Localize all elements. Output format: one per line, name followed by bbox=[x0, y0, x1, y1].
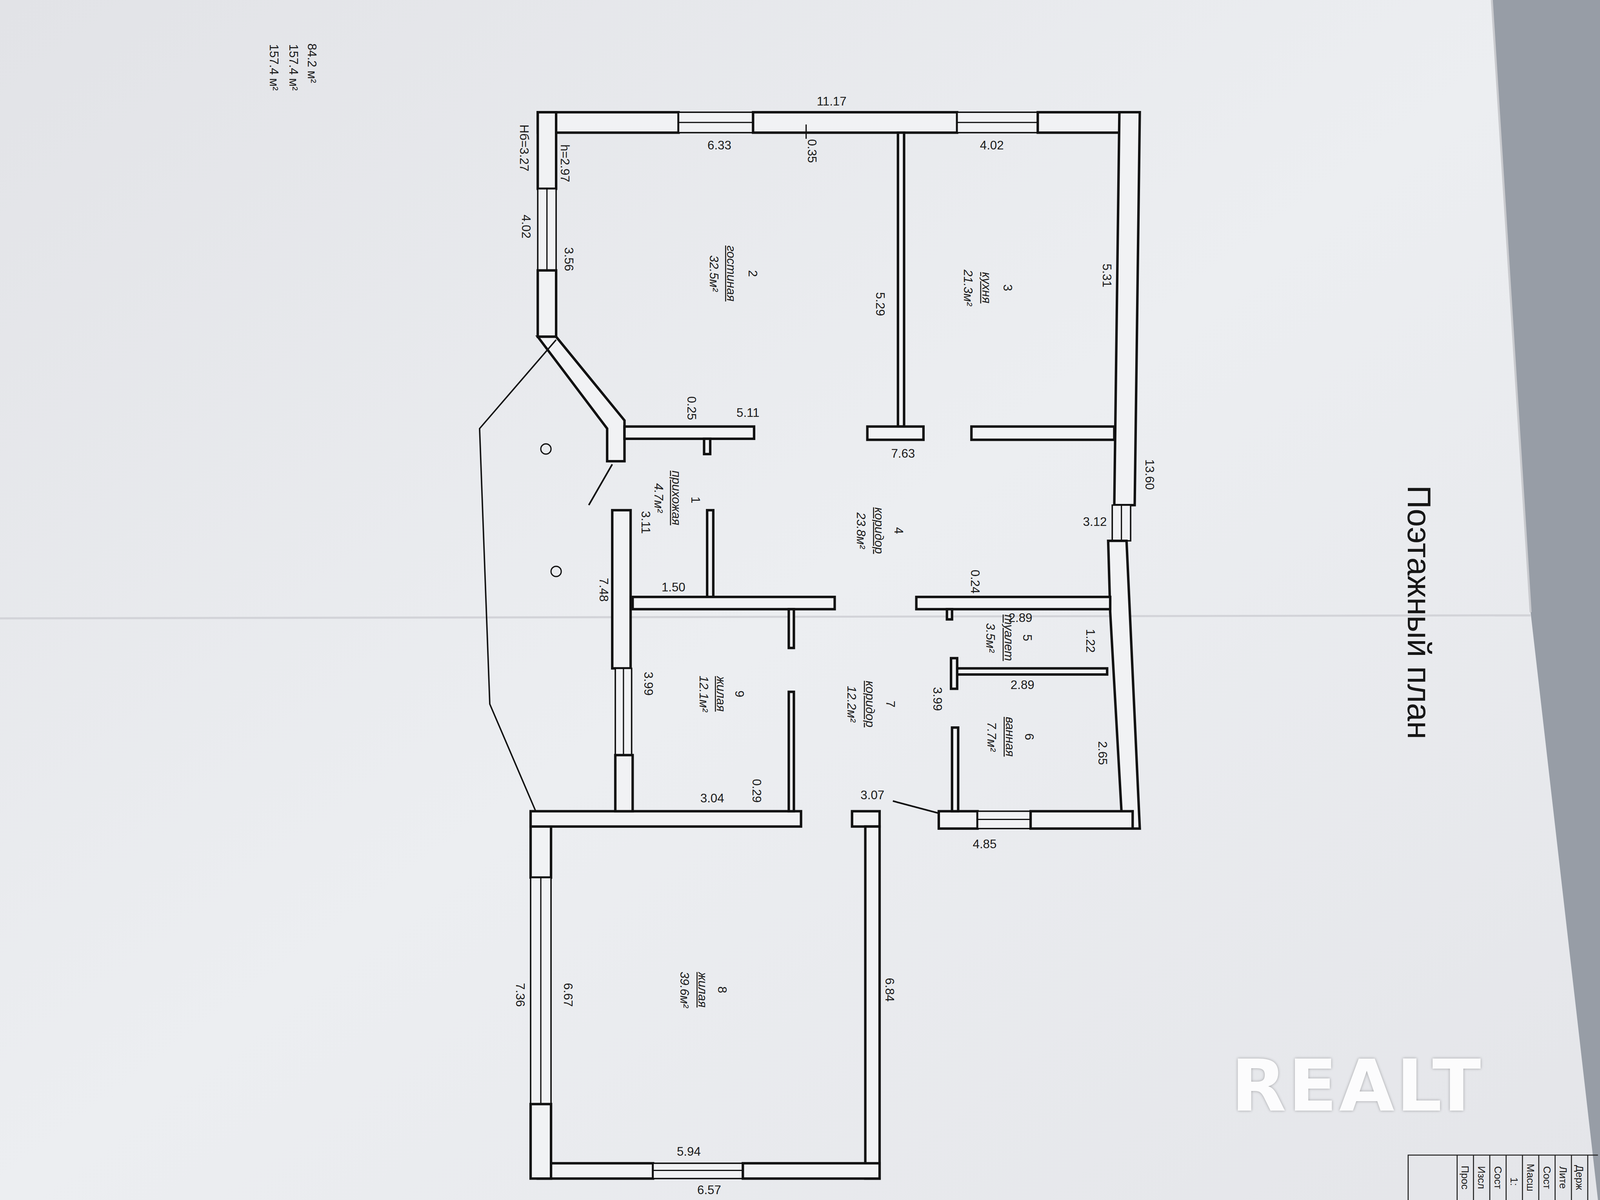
dimension-label: 2.89 bbox=[1010, 678, 1035, 693]
area-label: 3.5м² bbox=[983, 623, 997, 653]
dimension-label: 3.07 bbox=[860, 789, 885, 803]
dimension-label: 6.67 bbox=[560, 983, 575, 1008]
stamp-cell: Лите bbox=[1557, 1166, 1570, 1190]
dimension-label: 6.57 bbox=[697, 1183, 722, 1198]
dimension-label: 0.25 bbox=[683, 396, 698, 420]
plan-title: Поэтажный план bbox=[1400, 485, 1437, 739]
stamp-cell: Сост bbox=[1541, 1166, 1553, 1190]
dimension-label: 2.65 bbox=[1095, 741, 1109, 766]
dimension-label: 5.94 bbox=[676, 1145, 701, 1159]
dimension-label: 3.56 bbox=[561, 247, 575, 272]
room-name: жилая bbox=[713, 676, 728, 712]
room-name: кухня bbox=[978, 272, 993, 304]
dimension-label: 7.63 bbox=[890, 447, 915, 461]
dimension-label: 5.31 bbox=[1099, 263, 1113, 288]
dimension-label: h=2.97 bbox=[557, 144, 571, 182]
room-number: 3 bbox=[1000, 284, 1014, 291]
room-name: гостиная bbox=[723, 245, 738, 302]
area-label: 39.6м² bbox=[676, 971, 691, 1009]
room-number: 6 bbox=[1021, 733, 1036, 740]
dimension-label: 0.29 bbox=[749, 778, 763, 803]
dimension-label: 1.22 bbox=[1083, 629, 1097, 653]
room-number: 4 bbox=[891, 527, 905, 534]
room-name: прихожая bbox=[668, 470, 682, 526]
dimension-label: 0.35 bbox=[804, 139, 818, 164]
room-name: ванная bbox=[1002, 716, 1016, 757]
dimension-label: 11.17 bbox=[816, 95, 847, 109]
room-number: 9 bbox=[732, 690, 746, 698]
area-label: 84.2 м² bbox=[304, 43, 318, 84]
dimension-label: 13.60 bbox=[1142, 459, 1156, 490]
room-number: 2 bbox=[745, 270, 759, 277]
stamp-cell: Прос bbox=[1459, 1165, 1471, 1190]
room-name: коридор bbox=[862, 680, 877, 728]
area-label: 7.7м² bbox=[983, 721, 998, 752]
dimension-label: Нб=3.27 bbox=[516, 124, 531, 172]
dimension-label: 6.33 bbox=[707, 139, 732, 153]
dimension-label: 3.99 bbox=[641, 671, 655, 696]
stamp-cell: 1: bbox=[1508, 1177, 1520, 1186]
room-number: 7 bbox=[883, 700, 897, 708]
room-number: 5 bbox=[1019, 634, 1033, 642]
stamp-cell: Изсл bbox=[1476, 1165, 1488, 1190]
dimension-label: 5.11 bbox=[736, 406, 760, 420]
area-label: 32.5м² bbox=[706, 255, 720, 292]
dimension-label: 4.02 bbox=[518, 214, 533, 239]
area-label: 23.8м² bbox=[853, 512, 867, 550]
dimension-label: 3.99 bbox=[930, 687, 944, 711]
dimension-label: 1.50 bbox=[661, 581, 686, 595]
room-name: туалет bbox=[1001, 614, 1015, 662]
room-number: 1 bbox=[688, 496, 702, 504]
dimension-label: 0.24 bbox=[967, 569, 982, 594]
area-label: 21.3м² bbox=[960, 269, 975, 306]
dimension-label: 4.85 bbox=[972, 838, 997, 852]
dimension-label: 3.12 bbox=[1083, 515, 1108, 530]
dimension-label: 7.48 bbox=[596, 578, 610, 602]
area-label: 12.1м² bbox=[696, 675, 710, 713]
room-name: жилая bbox=[695, 972, 709, 1008]
watermark: REALT bbox=[1231, 1047, 1484, 1126]
area-label: 157.4 м² bbox=[286, 43, 300, 91]
dimension-label: 7.36 bbox=[512, 983, 526, 1008]
dimension-label: 3.04 bbox=[700, 792, 725, 806]
area-label: 157.4 м² bbox=[266, 43, 280, 91]
room-name: коридор bbox=[871, 507, 886, 555]
stamp-cell: Держ bbox=[1574, 1165, 1586, 1191]
stamp-cell: Масш bbox=[1525, 1163, 1537, 1192]
room-number: 8 bbox=[714, 986, 728, 993]
stamp-cell: Сост bbox=[1492, 1166, 1504, 1190]
dimension-label: 3.11 bbox=[638, 510, 652, 534]
dimension-label: 5.29 bbox=[872, 292, 887, 317]
area-label: 12.2м² bbox=[844, 685, 858, 723]
area-label: 4.7м² bbox=[651, 483, 665, 513]
dimension-label: 6.84 bbox=[881, 978, 896, 1002]
dimension-label: 4.02 bbox=[980, 139, 1004, 153]
